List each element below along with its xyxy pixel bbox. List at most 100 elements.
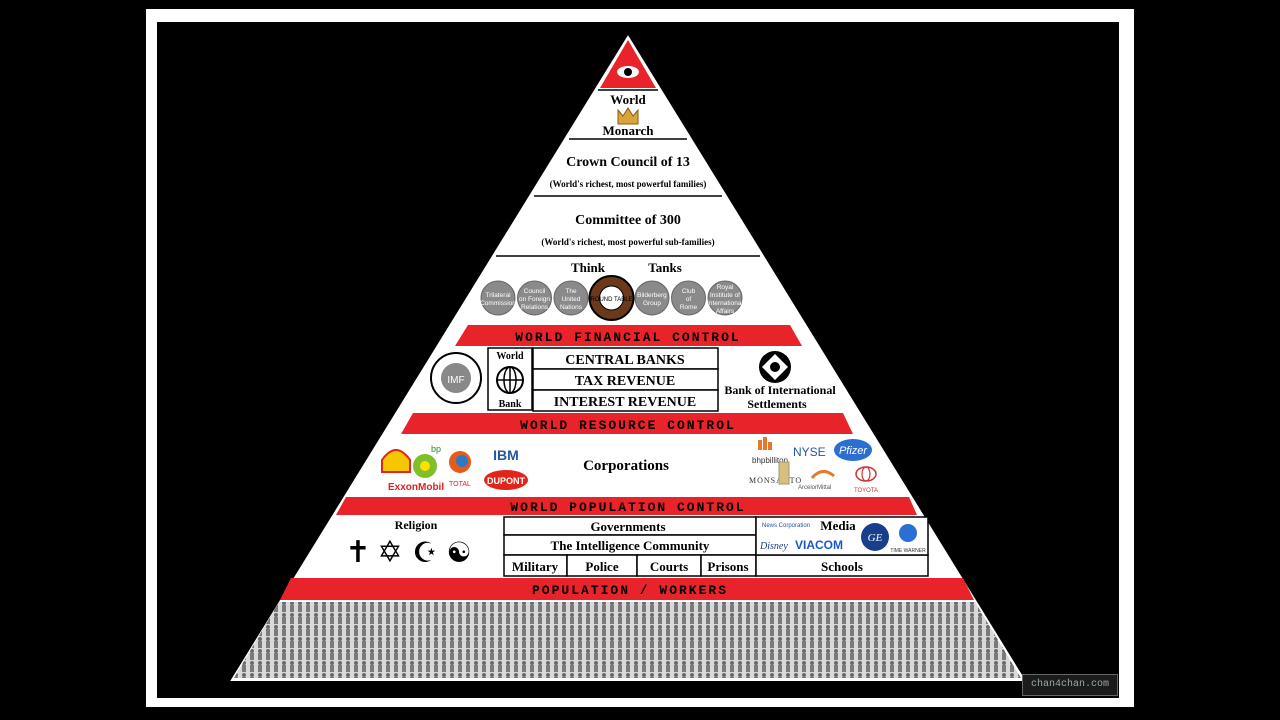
toyota-label: TOYOTA [854,488,878,494]
crown-council-title: Crown Council of 13 [566,155,690,170]
tanks-label: Tanks [648,260,682,275]
government-table [503,516,929,577]
dupont-logo-icon: DUPONT [484,470,528,490]
svg-text:IMF: IMF [447,375,464,386]
crown-council-subtitle: (World's richest, most powerful families… [550,179,707,189]
world-bank-globe-icon [496,366,524,394]
think-tank-2-line-1: United [562,296,581,303]
think-tank-6-line-0: Royal [717,284,734,291]
bhp-logo-icon: bhpbilliton [752,437,788,465]
total-label: TOTAL [449,481,471,488]
bis-line2: Settlements [747,397,807,411]
crown-icon [617,107,639,125]
think-tank-2-line-0: The [565,288,577,295]
think-tank-5-line-2: Rome [680,304,698,311]
think-tank-1-line-0: Council [524,288,546,295]
military-label: Military [512,559,559,574]
intelligence-label: The Intelligence Community [551,538,710,553]
committee-title: Committee of 300 [575,213,681,228]
think-tank-5-line-1: of [686,296,692,303]
band-population [336,497,917,515]
viacom-label: VIACOM [795,538,843,552]
think-tank-3: ROUND TABLE [588,275,635,321]
news-corp-label: News Corporation [762,523,810,529]
nyse-label: NYSE [793,445,826,459]
think-tank-6-line-1: Institute of [710,292,740,299]
world-bank-bottom: Bank [499,399,522,410]
bis-line1: Bank of International [724,383,836,397]
cross-icon: ✝ [345,535,370,570]
tax-revenue: TAX REVENUE [575,374,675,389]
media-label: Media [820,518,856,533]
workers-crowd [234,602,1021,678]
imf-logo: IMF [430,352,482,404]
band-financial-label: WORLD FINANCIAL CONTROL [515,330,740,345]
governments-label: Governments [590,519,665,534]
ibm-label: IBM [493,447,519,463]
think-tank-4-line-1: Group [643,300,661,307]
band-population-label: WORLD POPULATION CONTROL [510,500,745,515]
time-warner-logo-icon: TIME WARNER [890,524,926,554]
schools-label: Schools [821,559,863,574]
time-warner-label: TIME WARNER [890,548,926,554]
crescent-icon: ☪ [412,536,437,569]
toyota-logo-icon: TOYOTA [854,466,878,494]
think-tank-5-line-0: Club [682,288,696,295]
pfizer-logo-icon: Pfizer [834,439,872,461]
think-tank-3-line-0: ROUND TABLE [590,297,632,303]
band-resource-label: WORLD RESOURCE CONTROL [520,418,736,433]
think-tank-1-line-1: on Foreign [519,296,550,303]
bis-logo-icon [759,351,791,383]
total-logo-icon: TOTAL [449,451,471,488]
band-workers [280,578,974,600]
ge-label: GE [868,532,883,544]
interest-revenue: INTEREST REVENUE [554,395,697,410]
eye-pupil [624,68,632,76]
courts-label: Courts [650,559,688,574]
corporations-label: Corporations [583,458,669,474]
star-of-david-icon: ✡ [377,535,402,570]
eye-apex [600,40,656,88]
bhp-label: bhpbilliton [752,456,788,465]
world-bank-top: World [496,351,524,362]
exxonmobil-label: ExxonMobil [388,482,444,493]
monarch-line1: World [610,92,646,107]
religion-label: Religion [395,518,438,532]
financial-rows: CENTRAL BANKS TAX REVENUE INTEREST REVEN… [532,347,719,412]
watermark: chan4chan.com [1022,674,1118,696]
arcelormittal-logo-icon: ArcelorMittal [798,470,835,491]
ge-logo-icon: GE [861,523,889,551]
bp-label: bp [431,444,441,454]
monarch-line2: Monarch [602,123,654,138]
monsanto-label: MONSANTO [749,476,802,485]
think-tank-6-line-2: International [707,300,743,307]
kraft-logo-icon [778,461,790,485]
shell-logo-icon [381,449,411,473]
band-financial [455,325,802,346]
pfizer-label: Pfizer [839,445,868,457]
band-resource [401,413,853,434]
disney-label: Disney [759,541,788,552]
think-tank-0-line-1: Commission [480,300,516,307]
think-tank-4-line-0: Bilderberg [637,292,667,299]
central-banks: CENTRAL BANKS [565,353,685,368]
prisons-label: Prisons [707,559,748,574]
arcelormittal-label: ArcelorMittal [798,485,831,491]
think-tank-6-line-3: Affairs [716,308,735,315]
police-label: Police [585,559,618,574]
think-tank-1-line-2: Relations [521,304,549,311]
yin-yang-icon: ☯ [446,536,471,569]
think-tank-2-line-2: Nations [560,304,583,311]
think-tank-0-line-0: Trilateral [485,292,511,299]
think-label: Think [571,260,606,275]
bp-logo-icon: bp [413,444,441,478]
dupont-label: DUPONT [487,476,526,486]
